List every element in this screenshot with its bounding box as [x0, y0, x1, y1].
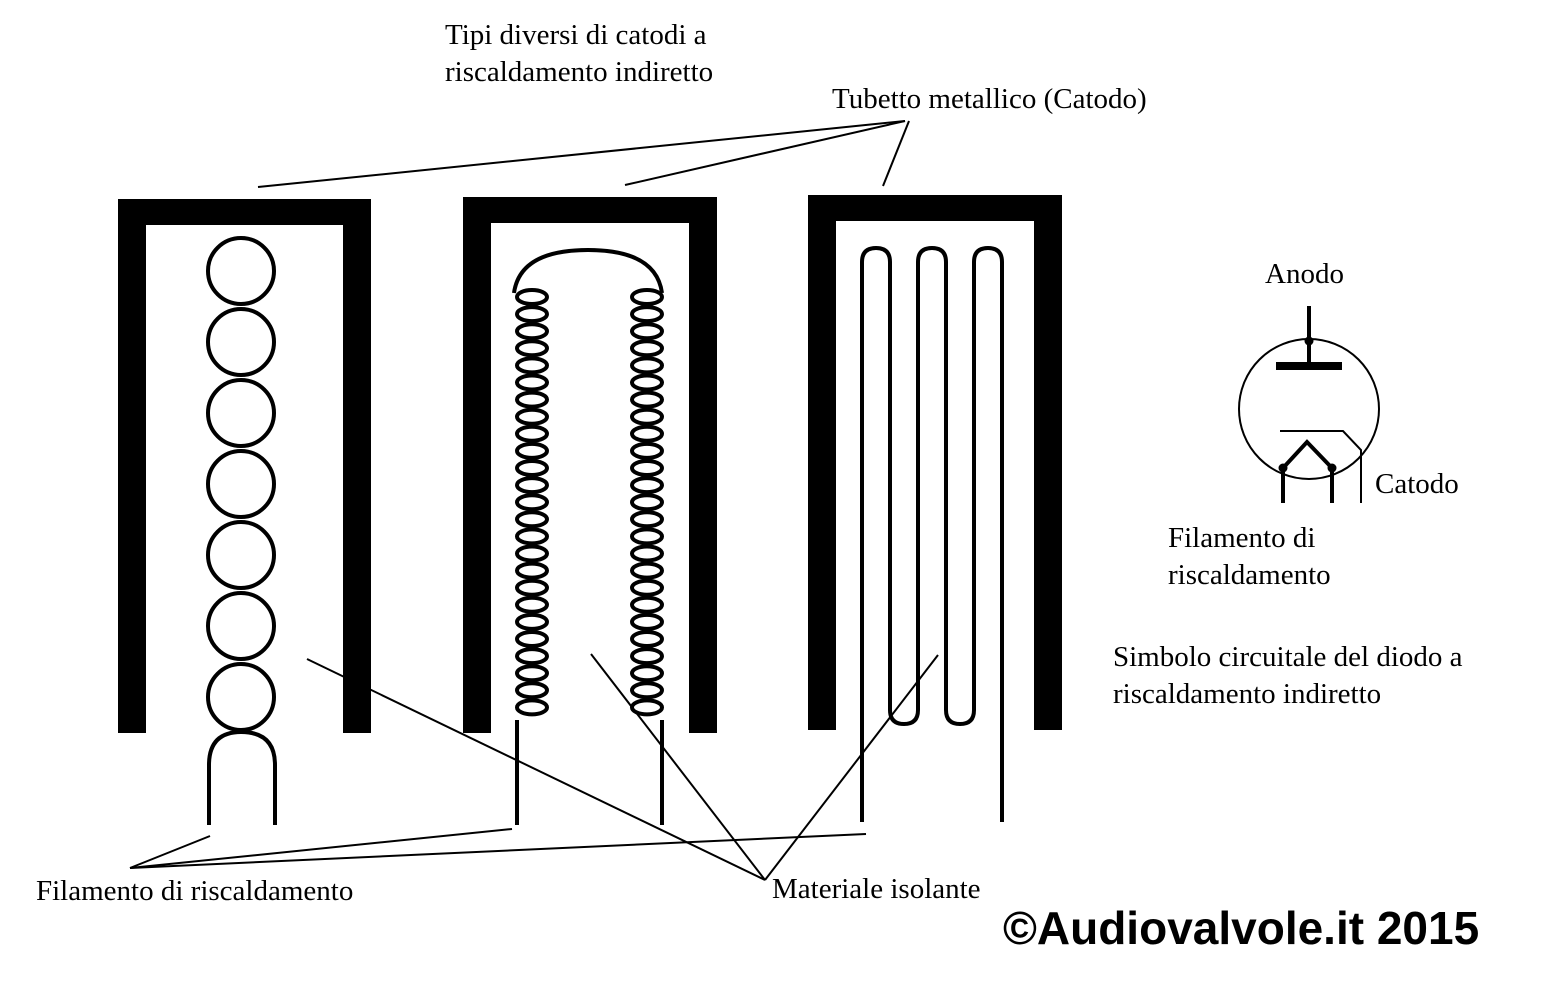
- heater-filament-folded-3: [860, 245, 1004, 822]
- coil-turn: [630, 424, 664, 443]
- coil-turn: [515, 681, 549, 700]
- coil-turn: [630, 595, 664, 614]
- diode-symbol: [1238, 306, 1380, 503]
- heater-filament-coiled-1: [206, 236, 277, 825]
- cathode-tube-2: [463, 197, 717, 733]
- coil-turn: [515, 322, 549, 341]
- coil-turn: [515, 664, 549, 683]
- coil-turn: [515, 630, 549, 648]
- coil-turn: [630, 476, 664, 495]
- caption-line-1: Simbolo circuitale del diodo a: [1113, 641, 1463, 673]
- coil-turn: [515, 356, 549, 375]
- coil-turn: [630, 407, 664, 426]
- label-tube: Tubetto metallico (Catodo): [832, 83, 1147, 115]
- leader-lines-filament: [129, 828, 867, 869]
- coil-turn: [515, 339, 549, 358]
- coil-turn: [515, 510, 549, 529]
- caption-line-2: riscaldamento indiretto: [1113, 678, 1382, 710]
- coil-turn: [630, 527, 664, 546]
- label-insulator: Materiale isolante: [772, 873, 981, 905]
- coil-turn: [515, 595, 549, 614]
- coil-turn: [515, 441, 549, 460]
- coil-turn: [515, 459, 549, 477]
- coil-turn: [630, 630, 664, 648]
- label-anode: Anodo: [1265, 258, 1344, 290]
- coil-turn: [515, 578, 549, 597]
- copyright-notice: ©Audiovalvole.it 2015: [1003, 902, 1480, 954]
- leader-lines-insulator: [306, 653, 939, 881]
- title-line-1: Tipi diversi di catodi a: [445, 19, 707, 51]
- coil-turn: [630, 578, 664, 597]
- leader-lines-tube: [257, 120, 910, 188]
- coil-turn: [515, 305, 549, 324]
- coil-turn: [630, 339, 664, 358]
- coil-turn: [515, 424, 549, 443]
- coil-turn: [515, 407, 549, 426]
- coil-turn: [515, 476, 549, 495]
- cathode-tube-3: [808, 195, 1062, 730]
- heater-filament-spiral-2: [512, 247, 664, 825]
- coil-turn: [515, 373, 549, 392]
- label-filament: Filamento di riscaldamento: [36, 875, 354, 907]
- coil-turn: [515, 288, 549, 306]
- coil-turn: [515, 390, 549, 409]
- coil-turn: [630, 441, 664, 460]
- coil-turn: [515, 544, 549, 563]
- coil-turn: [630, 612, 664, 631]
- coil-turn: [515, 647, 549, 666]
- coil-turn: [630, 322, 664, 341]
- coil-turn: [515, 561, 549, 580]
- coil-turn: [515, 698, 549, 717]
- label-symbol-filament-line-1: Filamento di: [1168, 522, 1316, 554]
- coil-turn: [630, 288, 664, 306]
- coil-turn: [630, 390, 664, 409]
- coil-turn: [630, 510, 664, 529]
- coil-turn: [630, 544, 664, 563]
- title-line-2: riscaldamento indiretto: [445, 56, 714, 88]
- coil-turn: [630, 493, 664, 512]
- coil-turn: [630, 459, 664, 477]
- label-cathode: Catodo: [1375, 468, 1459, 500]
- coil-turn: [630, 561, 664, 580]
- label-symbol-filament-line-2: riscaldamento: [1168, 559, 1331, 591]
- coil-turn: [630, 681, 664, 700]
- cathode-tube-1: [118, 199, 371, 733]
- coil-turn: [630, 647, 664, 666]
- coil-turn: [515, 493, 549, 512]
- coil-turn: [630, 356, 664, 375]
- coil-turn: [630, 305, 664, 324]
- coil-turn: [515, 612, 549, 631]
- coil-turn: [630, 373, 664, 392]
- coil-turn: [515, 527, 549, 546]
- coil-turn: [630, 664, 664, 683]
